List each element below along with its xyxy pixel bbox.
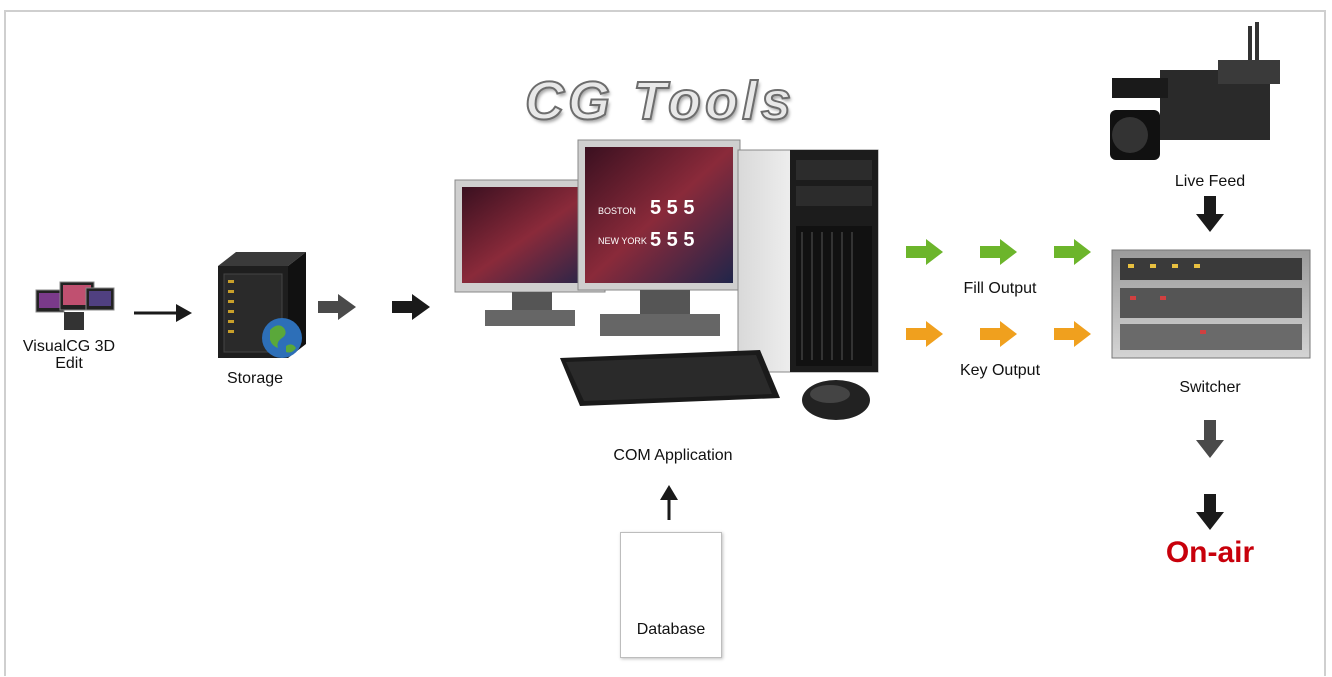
svg-text:5 5 5: 5 5 5 [650, 229, 694, 251]
fill-arrows [906, 239, 1091, 265]
arrow-switcher-down-gray [1196, 420, 1224, 458]
mouse [802, 380, 870, 420]
on-air-label: On-air [1165, 536, 1255, 569]
visualcg-label-line1: VisualCG 3D [22, 338, 116, 355]
visualcg-label-line2: Edit [55, 355, 83, 372]
camera-icon [1110, 22, 1280, 160]
storage-label: Storage [226, 370, 284, 387]
key-output-label: Key Output [959, 362, 1041, 379]
visualcg-computer-icon [35, 281, 115, 330]
arrow-visualcg-to-storage [134, 304, 192, 322]
keyboard [560, 350, 780, 406]
svg-text:BOSTON: BOSTON [598, 206, 636, 216]
right-monitor [577, 139, 741, 336]
database-box: Database [620, 532, 722, 658]
arrow-to-onair [1196, 494, 1224, 530]
storage-server-icon [218, 252, 306, 358]
fill-output-label: Fill Output [963, 280, 1037, 297]
workstation-tower [737, 149, 879, 373]
diagram-title: CG Tools [524, 70, 795, 132]
live-feed-label: Live Feed [1174, 173, 1246, 190]
switcher-panel [1111, 249, 1311, 359]
com-application-label: COM Application [613, 447, 733, 464]
arrow-live-feed-down [1196, 196, 1224, 232]
svg-text:NEW YORK: NEW YORK [598, 236, 647, 246]
switcher-label: Switcher [1179, 379, 1241, 396]
diagram-frame [4, 10, 1326, 676]
monitor-score-text: BOSTON NEW YORK 5 5 5 5 5 5 [598, 197, 694, 251]
arrow-database-up [660, 485, 678, 520]
visualcg-label: VisualCG 3D Edit [14, 338, 124, 372]
arrow-storage-gray [318, 294, 356, 320]
key-arrows [906, 321, 1091, 347]
database-label: Database [636, 621, 706, 638]
svg-text:5 5 5: 5 5 5 [650, 197, 694, 219]
arrow-storage-black [392, 294, 430, 320]
